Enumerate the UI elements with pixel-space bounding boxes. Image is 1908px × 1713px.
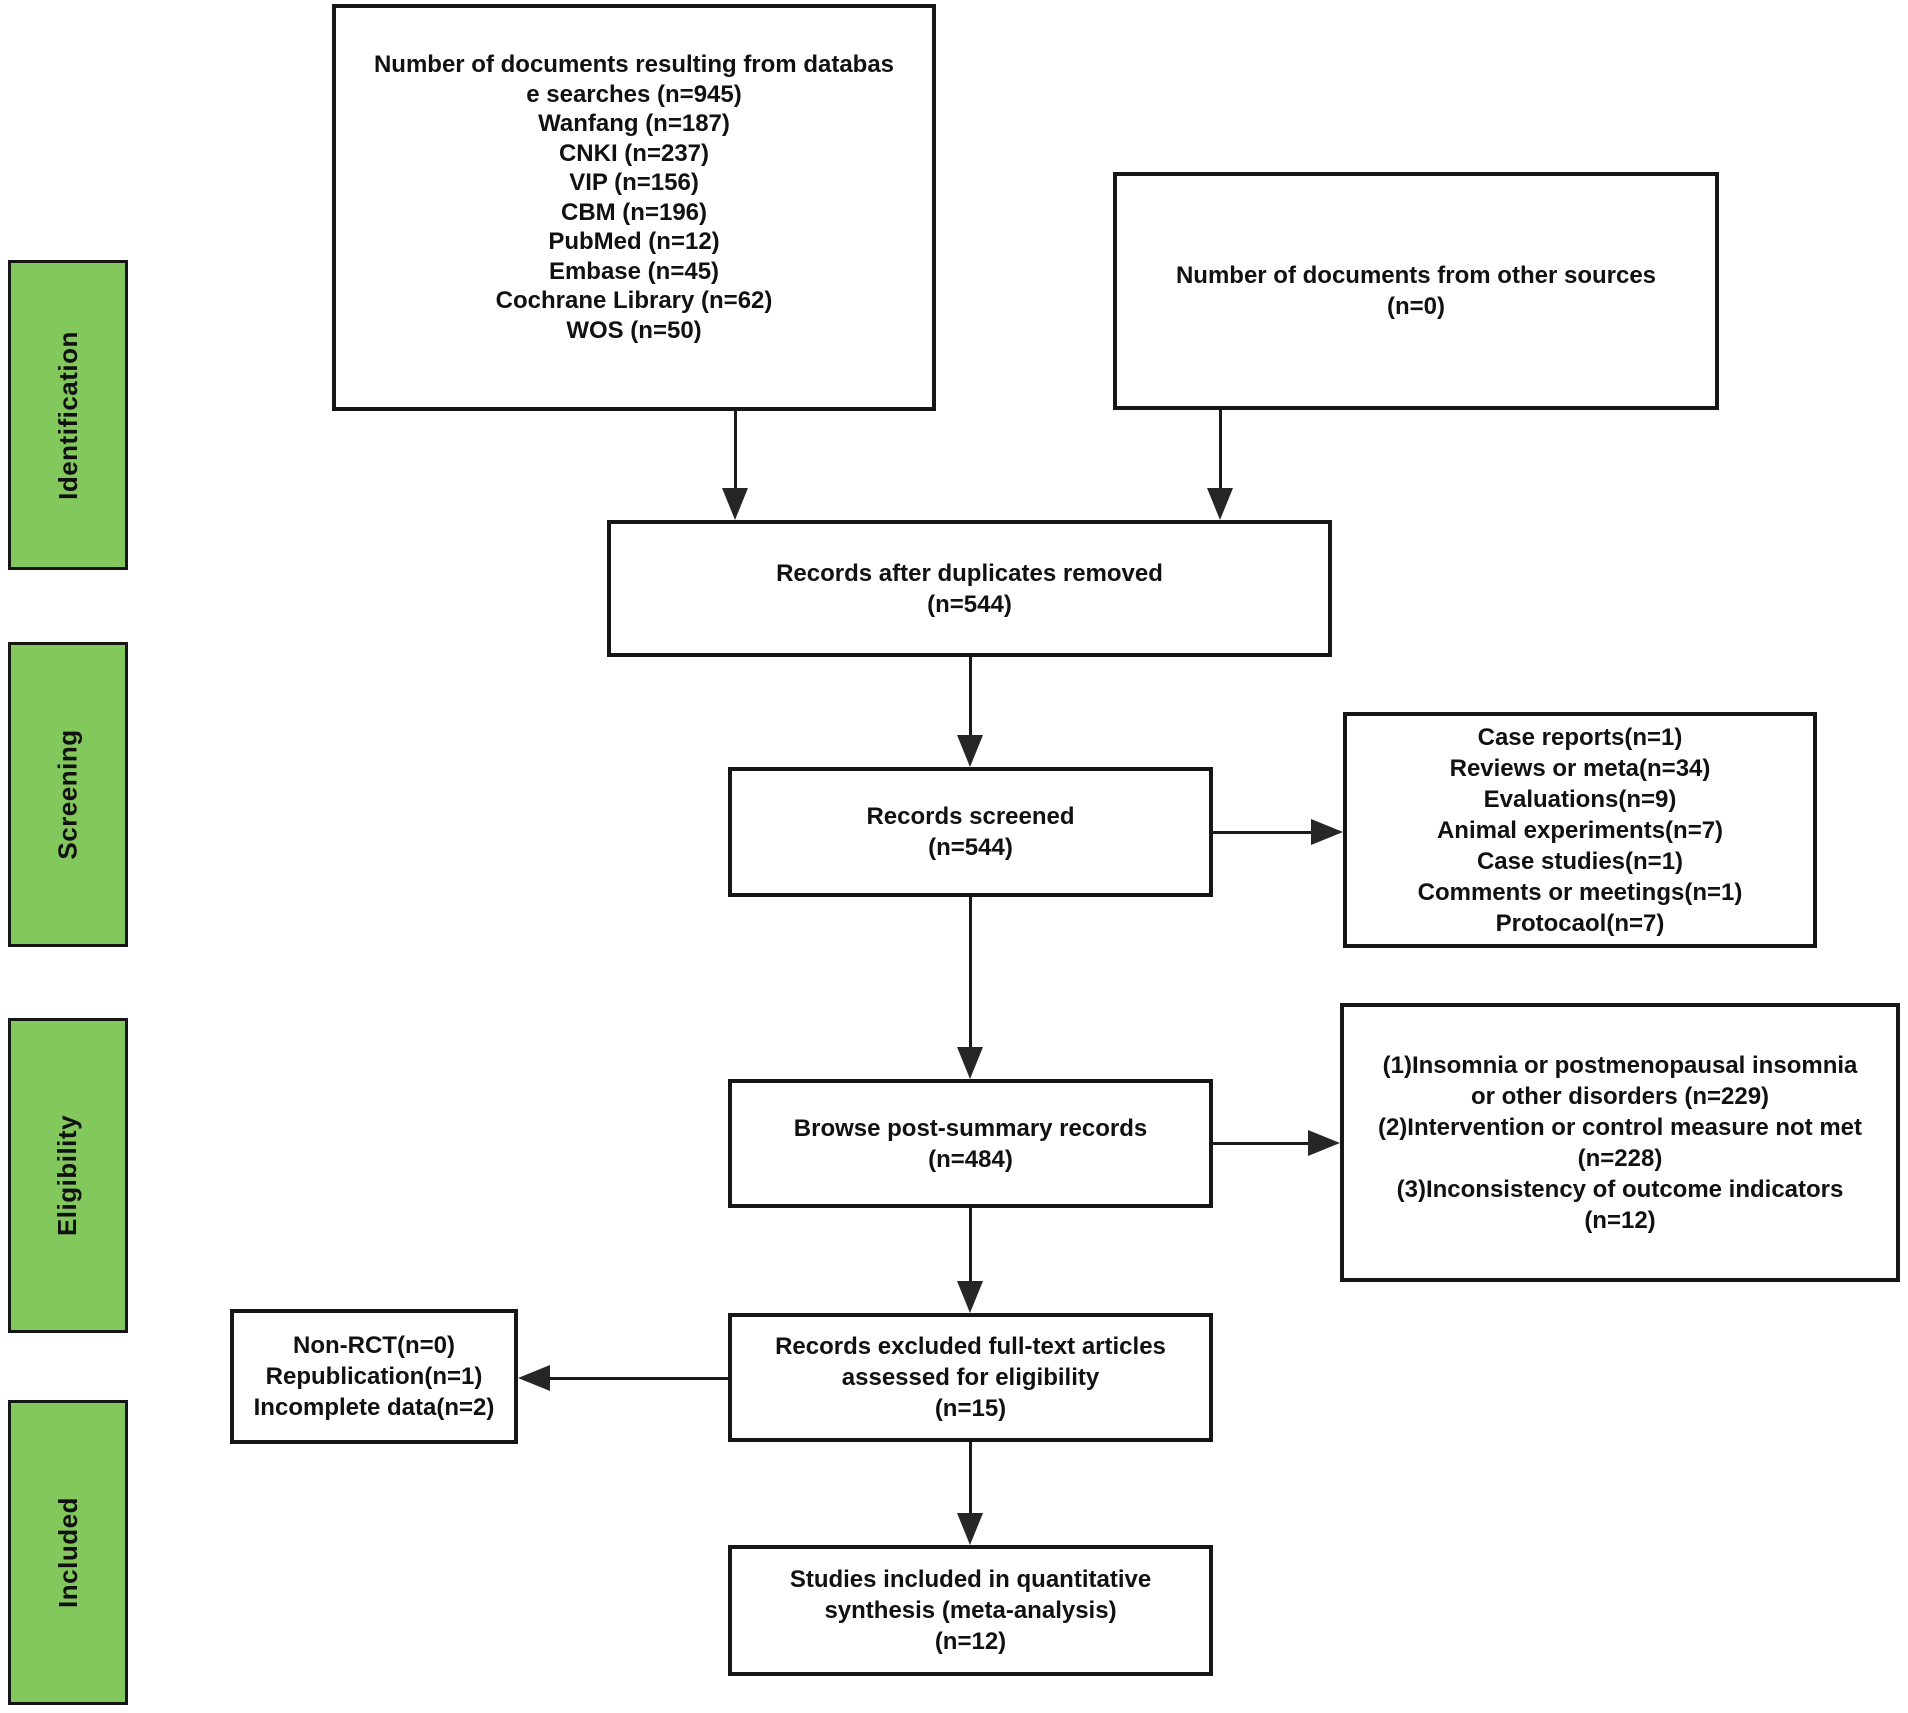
arrow-assessed-to-nonrct-line bbox=[548, 1377, 728, 1380]
included-studies-box: Studies included in quantitative synthes… bbox=[728, 1545, 1213, 1676]
right-arrowhead-icon bbox=[1308, 1130, 1340, 1156]
box-text-line: (n=544) bbox=[927, 590, 1012, 618]
duplicates-removed-box: Records after duplicates removed (n=544) bbox=[607, 520, 1332, 657]
down-arrowhead-icon bbox=[722, 488, 748, 520]
left-arrowhead-icon bbox=[518, 1365, 550, 1391]
box-text-line: Number of documents from other sources bbox=[1175, 262, 1657, 289]
arrow-duplicates-to-screened-line bbox=[969, 657, 972, 737]
records-screened-box: Records screened (n=544) bbox=[728, 767, 1213, 897]
box-text-line: Browse post-summary records bbox=[793, 1114, 1148, 1142]
arrow-screened-to-exclusions-line bbox=[1213, 831, 1313, 834]
box-text-line: Case reports(n=1) bbox=[1477, 723, 1683, 751]
box-text-line: CNKI (n=237) bbox=[558, 139, 710, 167]
box-text-line: e searches (n=945) bbox=[526, 80, 742, 108]
box-text-line: Animal experiments(n=7) bbox=[1436, 816, 1724, 844]
arrow-browse-to-assessed-line bbox=[969, 1208, 972, 1283]
down-arrowhead-icon bbox=[957, 1281, 983, 1313]
box-text-line: Protocaol(n=7) bbox=[1495, 909, 1665, 937]
arrow-browse-to-exclusions-line bbox=[1213, 1142, 1310, 1145]
right-arrowhead-icon bbox=[1311, 819, 1343, 845]
box-text-line: Wanfang (n=187) bbox=[538, 110, 730, 137]
down-arrowhead-icon bbox=[957, 1047, 983, 1079]
fulltext-assessed-box: Records excluded full-text articles asse… bbox=[728, 1313, 1213, 1442]
stage-label-included: Included bbox=[8, 1400, 128, 1705]
box-text-line: Embase (n=45) bbox=[548, 257, 720, 285]
down-arrowhead-icon bbox=[957, 1513, 983, 1545]
box-text-line: Records excluded full-text articles bbox=[775, 1333, 1166, 1360]
box-text-line: Cochrane Library (n=62) bbox=[495, 287, 773, 314]
box-text-line: (n=0) bbox=[1386, 293, 1445, 320]
stage-label-text: Eligibility bbox=[52, 1114, 83, 1237]
box-text-line: Records screened bbox=[866, 803, 1075, 830]
down-arrowhead-icon bbox=[957, 735, 983, 767]
stage-label-eligibility: Eligibility bbox=[8, 1018, 128, 1333]
arrow-db-to-duplicates-line bbox=[734, 411, 737, 490]
box-text-line: assessed for eligibility bbox=[841, 1364, 1100, 1391]
arrow-other-to-duplicates-line bbox=[1219, 410, 1222, 490]
box-text-line: Incomplete data(n=2) bbox=[253, 1394, 495, 1421]
fulltext-exclusions-box: Non-RCT(n=0) Republication(n=1) Incomple… bbox=[230, 1309, 518, 1444]
box-text-line: Comments or meetings(n=1) bbox=[1417, 878, 1743, 906]
stage-label-text: Screening bbox=[52, 729, 83, 860]
stage-label-text: Included bbox=[52, 1497, 83, 1608]
box-text-line: Evaluations(n=9) bbox=[1483, 785, 1677, 813]
stage-label-screening: Screening bbox=[8, 642, 128, 947]
stage-label-text: Identification bbox=[52, 330, 83, 500]
box-text-line: (n=15) bbox=[934, 1395, 1007, 1422]
browse-records-box: Browse post-summary records (n=484) bbox=[728, 1079, 1213, 1208]
box-text-line: Case studies(n=1) bbox=[1476, 847, 1684, 875]
box-text-line: (n=544) bbox=[928, 834, 1013, 861]
box-text-line: synthesis (meta-analysis) bbox=[824, 1597, 1117, 1624]
stage-label-identification: Identification bbox=[8, 260, 128, 570]
box-text-line: Number of documents resulting from datab… bbox=[373, 51, 895, 78]
down-arrowhead-icon bbox=[1207, 488, 1233, 520]
box-text-line: WOS (n=50) bbox=[566, 316, 702, 344]
box-text-line: (n=12) bbox=[1584, 1206, 1656, 1234]
box-text-line: Records after duplicates removed bbox=[776, 559, 1163, 587]
box-text-line: (2)Intervention or control measure not m… bbox=[1377, 1113, 1863, 1141]
box-text-line: Republication(n=1) bbox=[265, 1363, 483, 1390]
box-text-line: or other disorders (n=229) bbox=[1470, 1082, 1770, 1110]
box-text-line: VIP (n=156) bbox=[569, 169, 699, 196]
arrow-assessed-to-included-line bbox=[969, 1442, 972, 1515]
box-text-line: Reviews or meta(n=34) bbox=[1449, 754, 1711, 782]
arrow-screened-to-browse-line bbox=[969, 897, 972, 1049]
other-sources-box: Number of documents from other sources (… bbox=[1113, 172, 1719, 410]
box-text-line: (3)Inconsistency of outcome indicators bbox=[1396, 1175, 1844, 1203]
box-text-line: CBM (n=196) bbox=[560, 198, 708, 226]
database-search-box: Number of documents resulting from datab… bbox=[332, 4, 936, 411]
box-text-line: (n=228) bbox=[1577, 1144, 1663, 1172]
box-text-line: Non-RCT(n=0) bbox=[293, 1332, 455, 1359]
eligibility-exclusions-box: (1)Insomnia or postmenopausal insomnia o… bbox=[1340, 1003, 1900, 1282]
screening-exclusions-box: Case reports(n=1) Reviews or meta(n=34) … bbox=[1343, 712, 1817, 948]
box-text-line: (n=12) bbox=[934, 1628, 1007, 1655]
box-text-line: PubMed (n=12) bbox=[548, 228, 720, 255]
box-text-line: (1)Insomnia or postmenopausal insomnia bbox=[1382, 1051, 1858, 1079]
box-text-line: (n=484) bbox=[928, 1145, 1013, 1173]
box-text-line: Studies included in quantitative bbox=[789, 1566, 1152, 1593]
